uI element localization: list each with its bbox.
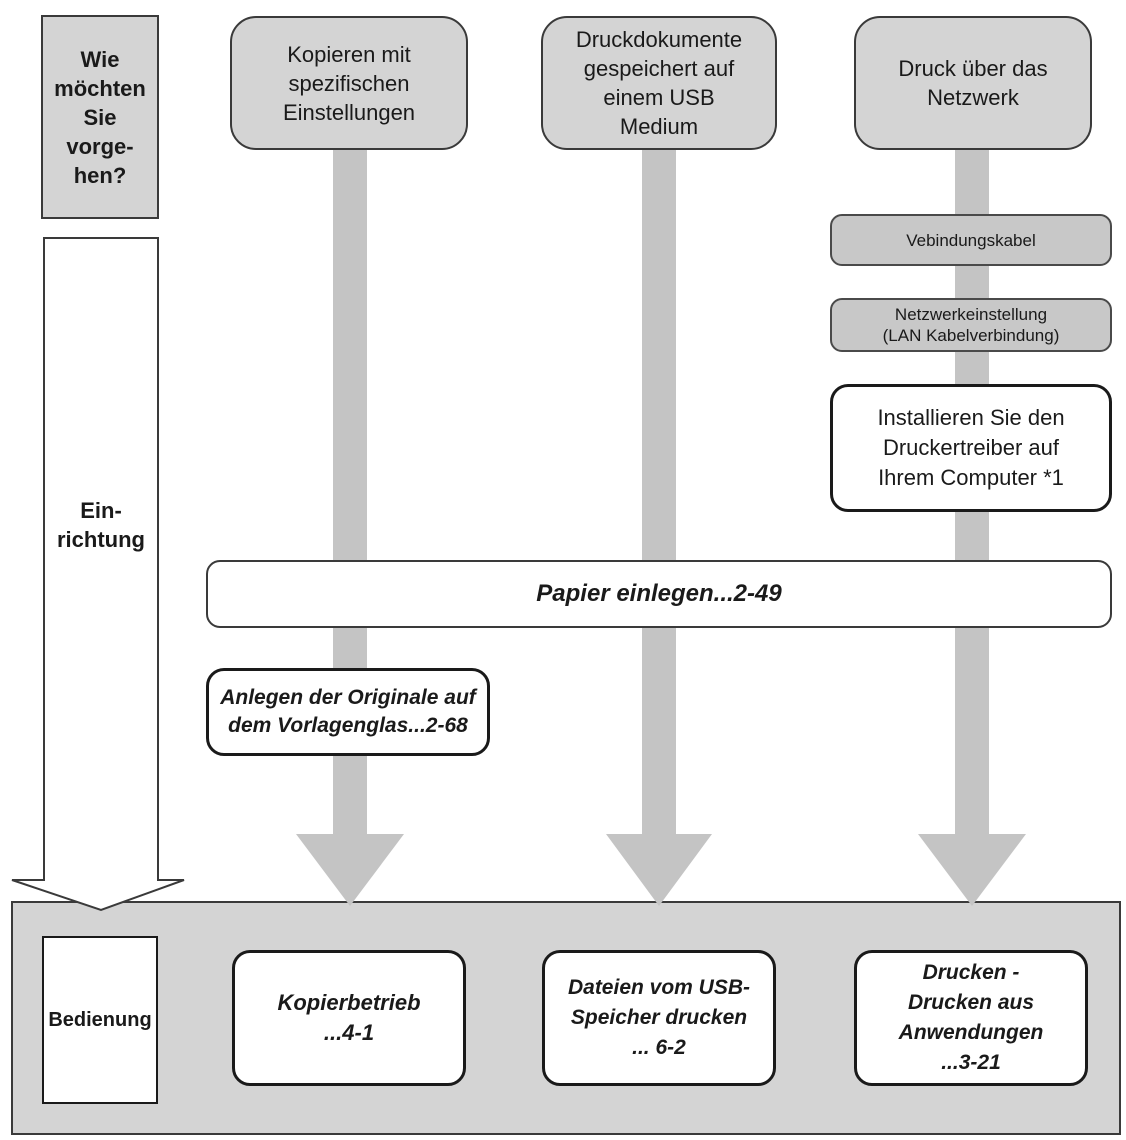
heading-line: Einstellungen	[282, 99, 416, 125]
question-box-bg	[41, 15, 159, 219]
question-line: vorge-	[66, 133, 134, 159]
flow-arrow-usb	[606, 148, 712, 906]
result-line: Drucken -	[922, 961, 1020, 984]
question-line: hen?	[73, 162, 127, 188]
result-line: ...4-1	[323, 1020, 375, 1045]
heading-line: einem USB	[603, 85, 715, 110]
step-network-setting-line: Netzwerkeinstellung	[894, 305, 1048, 324]
step-install-driver: Installieren Sie den Druckertreiber auf …	[830, 384, 1112, 512]
step-network-setting-line: (LAN Kabelverbindung)	[882, 326, 1060, 345]
question-line: möchten	[54, 75, 146, 101]
question-label: Wie möchten Sie vorge- hen?	[42, 16, 158, 218]
heading-copy: Kopieren mit spezifischen Einstellungen	[230, 16, 468, 150]
step-load-paper: Papier einlegen...2-49	[206, 560, 1112, 628]
result-network-print: Drucken - Drucken aus Anwendungen ...3-2…	[854, 950, 1088, 1086]
setup-label: Ein- richtung	[44, 490, 158, 560]
step-place-originals: Anlegen der Originale auf dem Vorlagengl…	[206, 668, 490, 756]
heading-line: spezifischen	[288, 70, 410, 96]
heading-line: Druckdokumente	[575, 27, 743, 52]
setup-line: Ein-	[80, 498, 122, 523]
step-load-paper-text: Papier einlegen...2-49	[536, 580, 782, 607]
heading-line: gespeichert auf	[583, 56, 735, 81]
result-line: Speicher drucken	[570, 1006, 748, 1029]
step-driver-line: Installieren Sie den	[877, 405, 1065, 430]
heading-line: Medium	[619, 114, 699, 139]
setup-line: richtung	[57, 527, 145, 552]
operation-label: Bedienung	[42, 936, 158, 1104]
result-line: Kopierbetrieb	[277, 990, 421, 1015]
result-usb-print: Dateien vom USB- Speicher drucken ... 6-…	[542, 950, 776, 1086]
step-originals-line: Anlegen der Originale auf	[220, 686, 476, 709]
question-line: Wie	[80, 46, 120, 72]
setup-arrow	[11, 237, 185, 912]
step-driver-line: Druckertreiber auf	[882, 435, 1060, 460]
step-network-setting: Netzwerkeinstellung (LAN Kabelverbindung…	[830, 298, 1112, 352]
step-originals-line: dem Vorlagenglas...2-68	[228, 714, 468, 737]
step-cable-text: Vebindungskabel	[906, 230, 1036, 250]
result-line: Dateien vom USB-	[567, 976, 751, 999]
heading-network: Druck über das Netzwerk	[854, 16, 1092, 150]
step-cable: Vebindungskabel	[830, 214, 1112, 266]
result-copy: Kopierbetrieb ...4-1	[232, 950, 466, 1086]
question-line: Sie	[83, 104, 117, 130]
heading-line: Druck über das	[898, 56, 1048, 81]
result-line: ...3-21	[941, 1051, 1001, 1074]
heading-line: Kopieren mit	[287, 41, 411, 67]
result-line: Anwendungen	[898, 1021, 1044, 1044]
operation-label-text: Bedienung	[48, 1008, 152, 1031]
result-line: ... 6-2	[632, 1036, 686, 1059]
flow-arrow-copy	[296, 148, 404, 906]
result-line: Drucken aus	[907, 991, 1035, 1014]
heading-usb: Druckdokumente gespeichert auf einem USB…	[541, 16, 777, 150]
step-driver-line: Ihrem Computer *1	[878, 465, 1064, 490]
heading-line: Netzwerk	[927, 85, 1019, 110]
